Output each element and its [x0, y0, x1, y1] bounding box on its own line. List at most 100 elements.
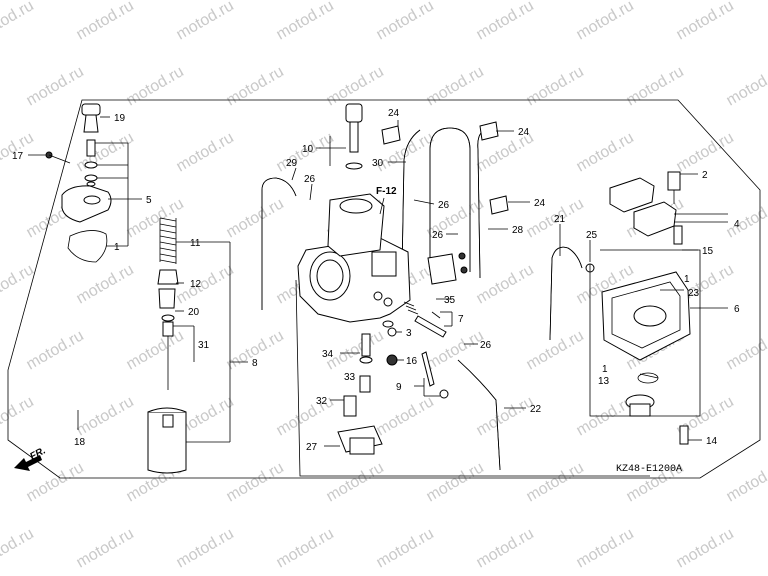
callout-30: 30 [372, 158, 384, 169]
watermark-text: motod.ru [274, 525, 337, 571]
watermark-text: motod.ru [474, 393, 537, 439]
watermark-text: motod.ru [224, 63, 287, 109]
callout-22: 22 [530, 404, 542, 415]
callout-20: 20 [188, 307, 200, 318]
watermark-text: motod.ru [724, 459, 768, 505]
callout-16: 16 [406, 356, 418, 367]
callout-27: 27 [306, 442, 318, 453]
callout-3: 3 [406, 328, 412, 339]
callout-34: 34 [322, 349, 334, 360]
callout-28: 28 [512, 225, 524, 236]
diagram-code: KZ48-E1200A [616, 464, 682, 475]
watermark-text: motod.ru [674, 129, 737, 175]
watermark-text: motod.ru [174, 0, 237, 43]
watermark-text: motod.ru [174, 129, 237, 175]
callout-10: 10 [302, 144, 314, 155]
watermark-text: motod.ru [374, 0, 437, 43]
callout-8: 8 [252, 358, 258, 369]
callout-2: 2 [702, 170, 708, 181]
hose-28 [429, 127, 471, 272]
watermark-text: motod.ru [0, 0, 37, 43]
direction-label: FR. [28, 445, 47, 462]
watermark-text: motod.ru [524, 459, 587, 505]
watermark-text: motod.ru [0, 525, 37, 571]
callout-29: 29 [286, 158, 298, 169]
watermark-text: motod.ru [574, 0, 637, 43]
watermark-text: motod.ru [124, 195, 187, 241]
watermark-text: motod.ru [724, 63, 768, 109]
callout-31: 31 [198, 340, 210, 351]
watermark-text: motod.ru [574, 525, 637, 571]
leader-lines [28, 116, 728, 447]
callout-5: 5 [146, 195, 152, 206]
watermark-text: motod.ru [274, 0, 337, 43]
callout-21: 21 [554, 214, 566, 225]
watermark-text: motod.ru [424, 327, 487, 373]
callout-26: 26 [432, 230, 444, 241]
callout-17: 17 [12, 151, 24, 162]
float-chamber-assembly [585, 171, 691, 445]
watermark-text: motod.ru [74, 0, 137, 43]
callout-1: 1 [602, 364, 608, 375]
front-direction-arrow: FR. [14, 445, 48, 471]
arrow-icon [14, 455, 42, 471]
watermark-text: motod.ru [424, 63, 487, 109]
watermark-text: motod.ru [674, 0, 737, 43]
watermark-text: motod.ru [174, 525, 237, 571]
watermark-text: motod.ru [374, 393, 437, 439]
callout-25: 25 [586, 230, 598, 241]
ref-arrow-icon [379, 197, 385, 215]
callout-7: 7 [458, 314, 464, 325]
watermark-text: motod.ru [724, 195, 768, 241]
watermark-text: motod.ru [574, 129, 637, 175]
watermark-text: motod.ru [174, 261, 237, 307]
watermark-text: motod.ru [374, 525, 437, 571]
callout-19: 19 [114, 113, 126, 124]
callout-18: 18 [74, 437, 86, 448]
callout-24: 24 [388, 108, 400, 119]
callout-12: 12 [190, 279, 202, 290]
callout-35: 35 [444, 295, 456, 306]
slide-valve-assembly [45, 103, 187, 474]
watermark-text: motod.ru [74, 393, 137, 439]
callout-26: 26 [480, 340, 492, 351]
callout-6: 6 [734, 304, 740, 315]
callout-24: 24 [534, 198, 546, 209]
callout-24: 24 [518, 127, 530, 138]
callout-1: 1 [684, 274, 690, 285]
ref-label: F-12 [376, 186, 397, 197]
callout-1: 1 [114, 242, 120, 253]
callout-11: 11 [190, 238, 201, 249]
jet-parts [337, 301, 449, 455]
callout-4: 4 [734, 219, 740, 230]
watermark-text: motod.ru [524, 63, 587, 109]
watermark-text: motod.ru [724, 327, 768, 373]
watermark-text: motod.ru [74, 129, 137, 175]
watermark-text: motod.ru [324, 63, 387, 109]
watermark-text: motod.ru [324, 459, 387, 505]
watermark-text: motod.ru [124, 63, 187, 109]
callout-14: 14 [706, 436, 718, 447]
callout-26: 26 [438, 200, 450, 211]
watermark-text: motod.ru [524, 327, 587, 373]
callout-23: 23 [688, 288, 700, 299]
diagram-frame [7, 99, 761, 479]
watermark-text: motod.ru [474, 261, 537, 307]
watermark-text: motod.ru [224, 459, 287, 505]
callout-33: 33 [344, 372, 356, 383]
callout-13: 13 [598, 376, 610, 387]
callout-26: 26 [304, 174, 316, 185]
watermark-text: motod.ru [474, 0, 537, 43]
watermark-text: motod.ru [24, 327, 87, 373]
callout-9: 9 [396, 382, 402, 393]
watermark-text: motod.ru [474, 525, 537, 571]
watermark-text: motod.ru [274, 393, 337, 439]
watermark-text: motod.ru [74, 261, 137, 307]
callout-labels: 19 17 5 1 11 12 20 31 8 18 10 29 26 24 3… [12, 108, 740, 453]
watermark-text: motod.ru [74, 525, 137, 571]
watermark-text: motod.ru [674, 525, 737, 571]
callout-15: 15 [702, 246, 714, 257]
watermark-text: motod.ru [124, 327, 187, 373]
watermark-text: motod.ru [0, 393, 37, 439]
